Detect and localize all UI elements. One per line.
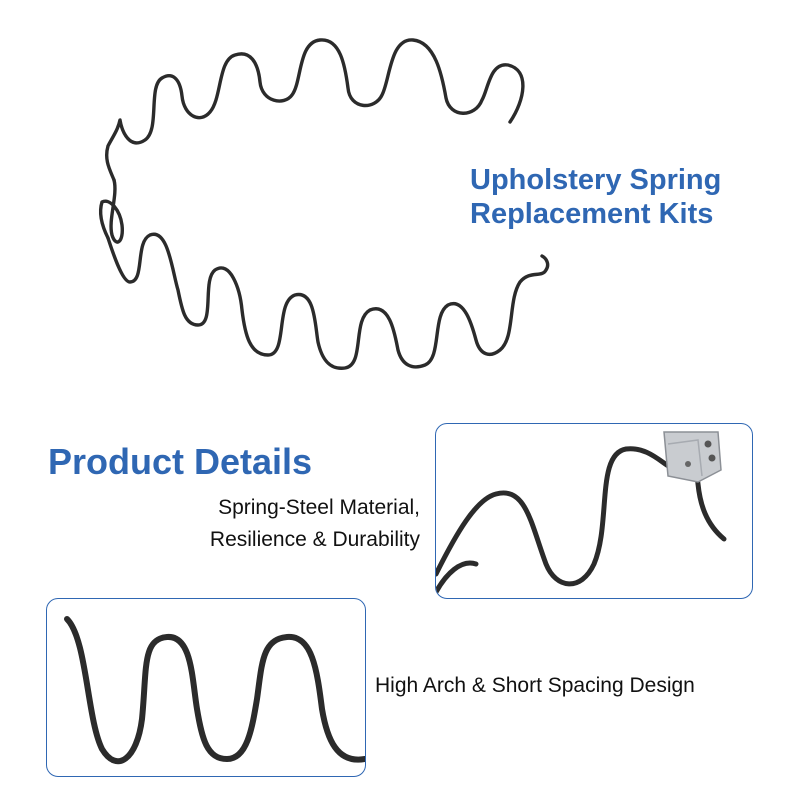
feature-material-line1: Spring-Steel Material, <box>218 496 420 519</box>
hero-title-line1: Upholstery Spring <box>470 164 722 196</box>
hero-title-line2: Replacement Kits <box>470 198 714 230</box>
sinuous-spring-coil-icon <box>98 38 550 370</box>
spring-coil-image <box>90 20 560 390</box>
spring-end-clip-closeup-icon <box>436 431 727 595</box>
closeup-arch-panel <box>46 598 366 777</box>
feature-design: High Arch & Short Spacing Design <box>375 674 695 697</box>
feature-material: Spring-Steel Material, Resilience & Dura… <box>170 492 420 556</box>
section-title: Product Details <box>48 441 313 482</box>
metal-clip <box>663 431 722 483</box>
spring-arch-closeup-icon <box>64 616 365 765</box>
feature-material-line2: Resilience & Durability <box>209 528 420 551</box>
hero-title: Upholstery Spring Replacement Kits <box>470 163 770 231</box>
closeup-clip-panel <box>435 423 753 599</box>
